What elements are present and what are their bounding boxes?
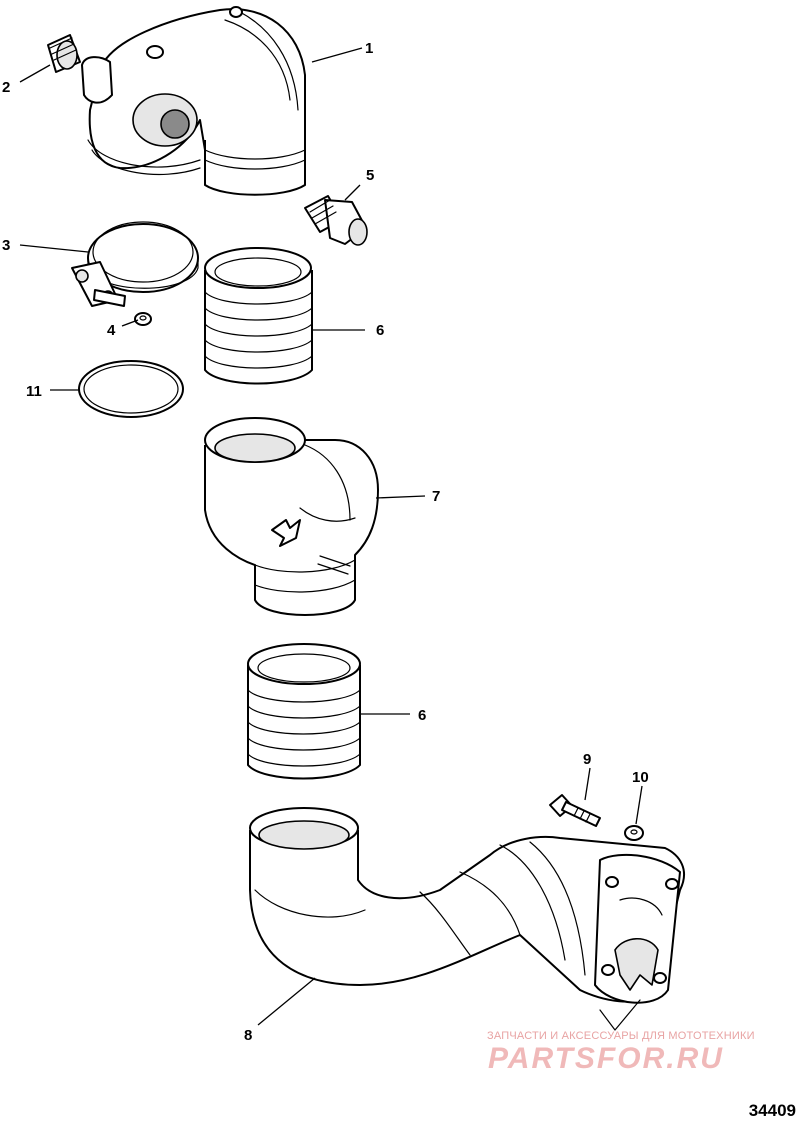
callout-8: 8: [244, 1027, 252, 1044]
part-2-plug: [47, 34, 81, 73]
part-5-fitting: [304, 195, 368, 246]
leader-5: [344, 184, 361, 201]
callout-6-lower: 6: [418, 707, 426, 724]
callout-labels: 1 2 3 4 5 6 7 8 6 9 10 11: [2, 40, 649, 1044]
part-7-y-elbow: [204, 417, 379, 616]
part-11-o-ring: [78, 360, 184, 418]
leader-4: [121, 319, 139, 327]
callout-1: 1: [365, 40, 373, 57]
callout-10: 10: [632, 769, 649, 786]
leader-3: [19, 244, 89, 253]
part-9-bolt: [549, 794, 601, 827]
leader-8: [257, 977, 316, 1026]
leader-10: [635, 785, 643, 825]
part-8-exhaust-pipe: [249, 807, 685, 1031]
callout-7: 7: [432, 488, 440, 505]
part-1-elbow-housing: [81, 6, 306, 196]
leader-9: [584, 767, 591, 801]
callout-3: 3: [2, 237, 10, 254]
part-4-nut: [134, 312, 152, 326]
callout-4: 4: [107, 322, 116, 339]
callout-2: 2: [2, 79, 10, 96]
drawing-number: 34409: [748, 1101, 796, 1120]
callout-9: 9: [583, 751, 591, 768]
leader-7: [375, 495, 426, 499]
leader-1: [311, 47, 363, 63]
callout-5: 5: [366, 167, 374, 184]
leader-lines: [19, 47, 643, 1026]
part-10-washer: [624, 825, 644, 841]
part-6-bellows-lower: [247, 643, 361, 780]
part-3-clamp: [71, 221, 199, 307]
leader-2: [19, 64, 51, 83]
callout-6-upper: 6: [376, 322, 384, 339]
watermark-tagline: ЗАПЧАСТИ И АКСЕССУАРЫ ДЛЯ МОТОТЕХНИКИ: [487, 1030, 755, 1042]
part-6-bellows-upper: [204, 247, 313, 385]
callout-11: 11: [26, 383, 42, 400]
watermark-logo: PARTSFOR.RU: [488, 1042, 724, 1075]
